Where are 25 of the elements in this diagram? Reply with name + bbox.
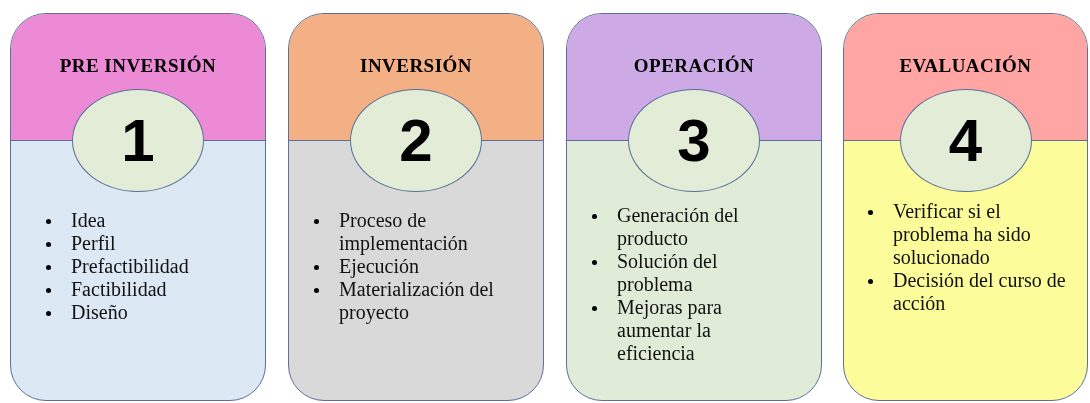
bullet-item: Solución del problema <box>617 250 719 296</box>
stage-card <box>10 13 266 401</box>
stage-heading: OPERACIÓN <box>633 54 755 78</box>
bullet-item: Proceso de implementación <box>339 209 469 255</box>
step-number: 2 <box>399 110 433 171</box>
bullet-item: Idea <box>71 209 107 232</box>
bullet-item: Ejecución <box>339 255 420 278</box>
bullet-item: Decisión del curso de acción <box>893 269 1067 315</box>
bullet-item: Verificar si el problema ha sido solucionado <box>893 200 1032 269</box>
stage-heading: PRE INVERSIÓN <box>59 54 217 78</box>
bullet-item: Diseño <box>71 301 129 324</box>
stage-card <box>843 13 1088 401</box>
bullet-item: Perfil <box>71 232 117 255</box>
stage-card <box>566 13 822 401</box>
bullet-item: Factibilidad <box>71 278 168 301</box>
stage-heading: INVERSIÓN <box>360 54 472 78</box>
bullet-item: Mejoras para aumentar la eficiencia <box>617 296 723 365</box>
bullet-item: Materialización del proyecto <box>339 278 495 324</box>
bullet-item: Prefactibilidad <box>71 255 190 278</box>
step-number: 4 <box>948 110 983 171</box>
bullet-item: Generación del producto <box>617 204 740 250</box>
step-number: 3 <box>677 110 711 171</box>
step-number: 1 <box>121 110 155 171</box>
stage-card <box>288 13 544 401</box>
stage-heading: EVALUACIÓN <box>899 54 1032 78</box>
